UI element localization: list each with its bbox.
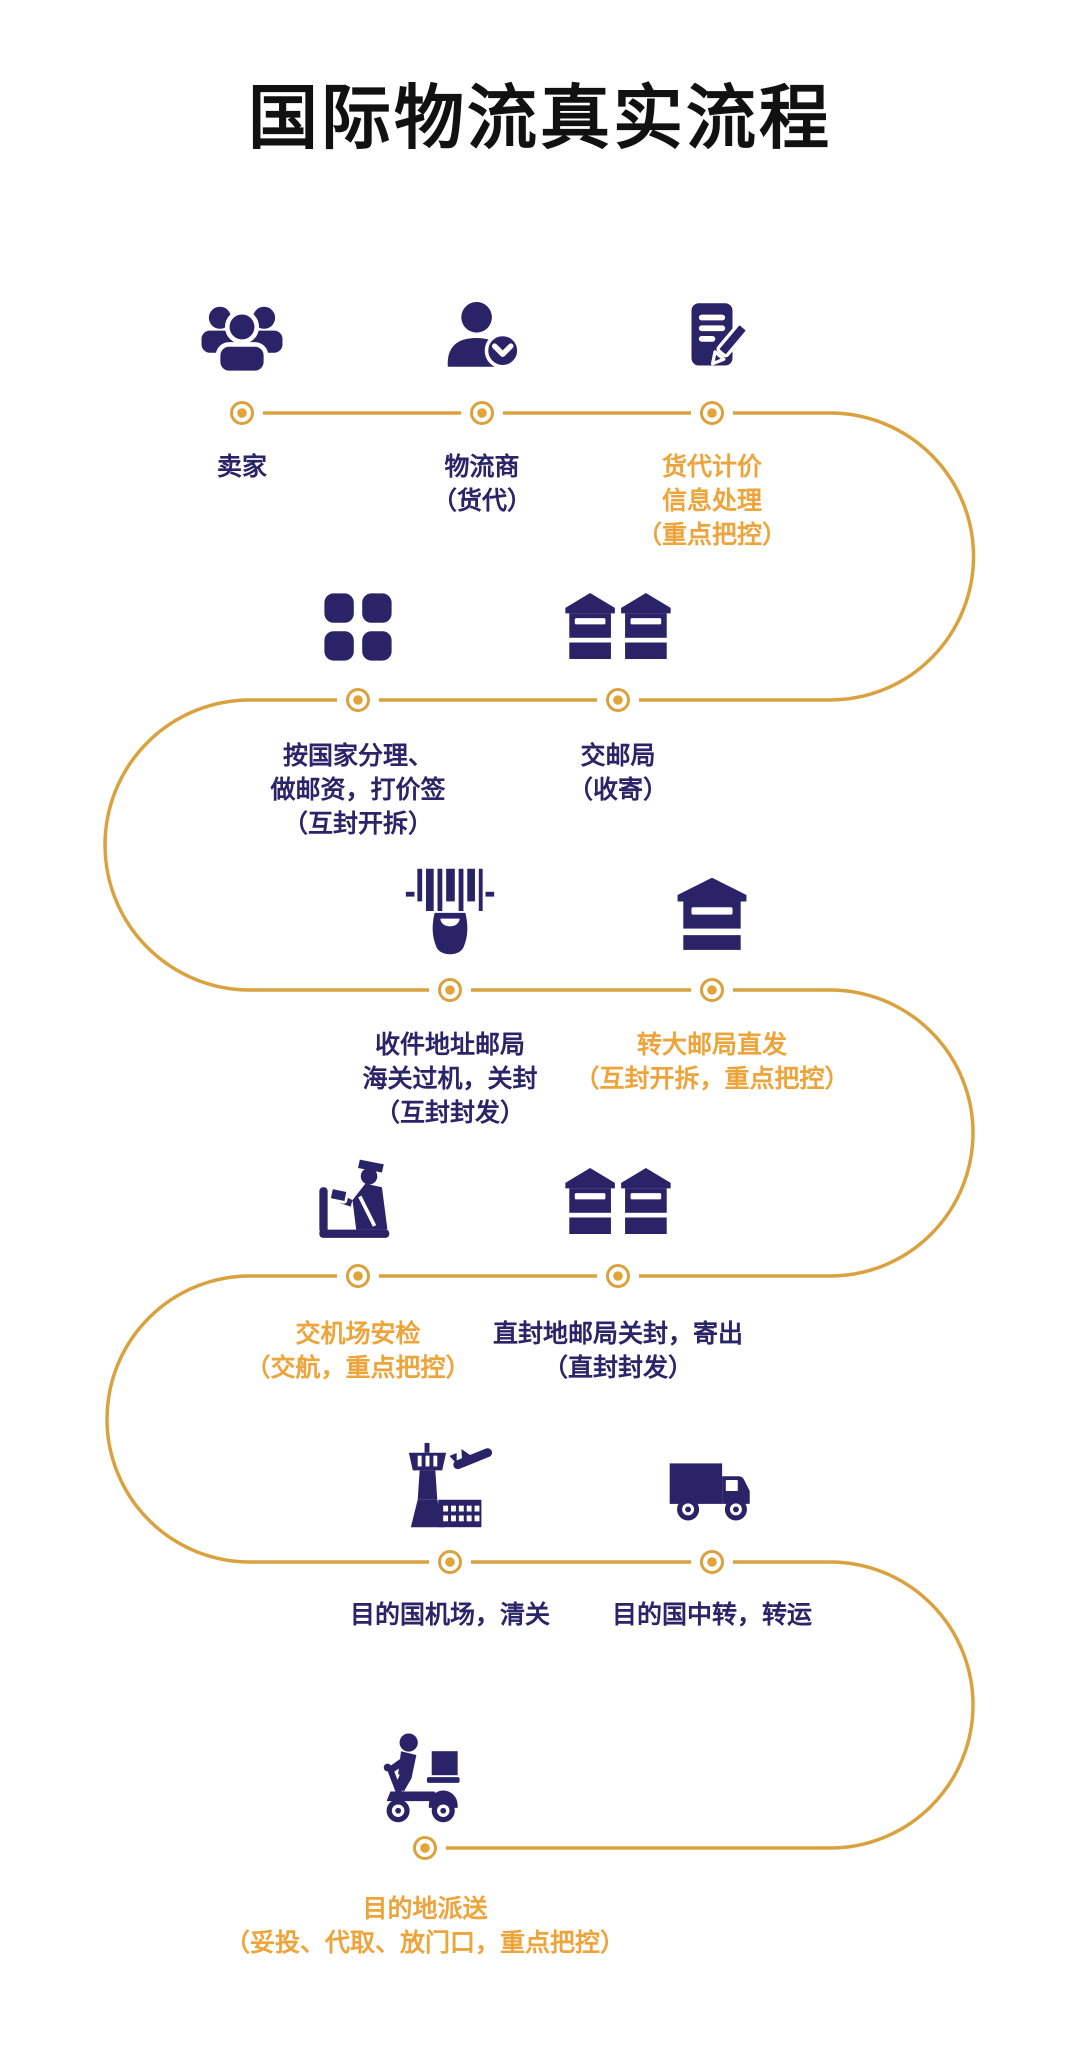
sealing-mailboxes-icon	[563, 1161, 673, 1241]
step-label-1: 卖家	[216, 453, 267, 481]
step-label-2: 物流商 （货代）	[431, 453, 532, 515]
step-label-8: 直封地邮局关封，寄出 （直封封发）	[492, 1320, 743, 1382]
step-label-9: 交机场安检 （交航，重点把控）	[245, 1320, 471, 1382]
transfer-truck-icon	[666, 1445, 758, 1537]
forwarder-user-check-icon	[437, 293, 527, 383]
mailbox-icon	[671, 872, 753, 954]
step-label-12: 目的地派送 （妥投、代取、放门口，重点把控）	[224, 1895, 625, 1957]
step-label-3: 货代计价 信息处理 （重点把控）	[636, 453, 787, 549]
step-label-5: 按国家分理、 做邮资，打价签 （互封开拆）	[270, 742, 446, 838]
step-label-4: 交邮局 （收寄）	[567, 742, 668, 804]
pricing-document-icon	[671, 295, 753, 377]
barcode-scanner-icon	[402, 863, 498, 959]
page-title: 国际物流真实流程	[248, 79, 832, 157]
flow-nodes	[221, 392, 733, 1869]
step-label-6: 收件地址邮局 海关过机，关封 （互封封发）	[362, 1031, 538, 1127]
destination-airport-icon	[403, 1439, 501, 1537]
delivery-scooter-icon	[377, 1732, 473, 1828]
step-label-11: 目的国中转，转运	[611, 1601, 812, 1629]
post-office-mailboxes-icon	[563, 586, 673, 666]
step-label-10: 目的国机场，清关	[349, 1601, 550, 1629]
country-sorting-icon	[316, 585, 400, 669]
customs-officer-icon	[312, 1156, 404, 1248]
sellers-group-icon	[196, 292, 288, 384]
step-label-7: 转大邮局直发 （互封开拆，重点把控）	[574, 1031, 850, 1093]
